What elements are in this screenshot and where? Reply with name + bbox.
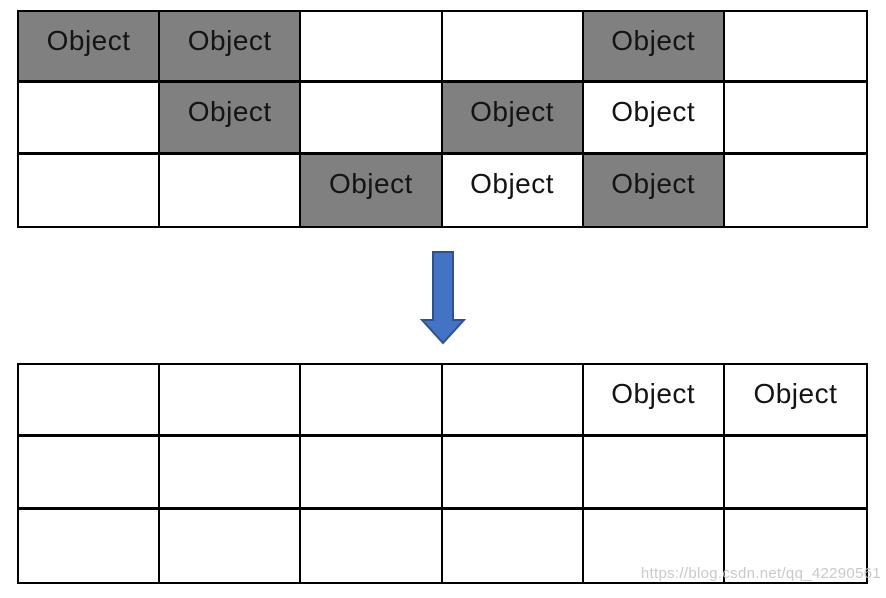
table-cell: [301, 12, 443, 84]
table-cell: Object: [583, 83, 725, 155]
table-cell: [583, 509, 725, 582]
cell-label: Object: [753, 378, 838, 409]
table-cell: [19, 509, 161, 582]
table-cell: [19, 154, 161, 226]
cell-label: Object: [470, 96, 555, 128]
table-cell: [442, 437, 584, 510]
result-table: Object Object: [17, 363, 868, 584]
table-cell: [724, 509, 866, 582]
table-cell: [724, 12, 866, 84]
table-cell: Object: [19, 12, 161, 84]
table-cell: Object: [583, 12, 725, 84]
cell-label: Object: [611, 167, 696, 199]
table-cell: [724, 437, 866, 510]
down-arrow-icon: [420, 251, 466, 345]
table-cell: Object: [583, 365, 725, 438]
table-cell: [442, 12, 584, 84]
table-cell: [19, 437, 161, 510]
table-cell: [301, 365, 443, 438]
table-cell: Object: [301, 154, 443, 226]
cell-label: Object: [470, 167, 555, 199]
table-cell: [301, 437, 443, 510]
table-cell: [160, 437, 302, 510]
table-cell: [301, 509, 443, 582]
cell-label: Object: [187, 96, 272, 128]
table-cell: Object: [583, 154, 725, 226]
table-cell: [19, 83, 161, 155]
table-cell: [442, 365, 584, 438]
table-cell: [583, 437, 725, 510]
cell-label: Object: [611, 25, 696, 56]
cell-label: Object: [46, 25, 131, 56]
source-table: Object Object Object Object Object Objec…: [17, 10, 868, 228]
table-cell: [442, 509, 584, 582]
table-cell: Object: [160, 83, 302, 155]
cell-label: Object: [328, 167, 413, 199]
table-cell: [160, 154, 302, 226]
table-cell: [724, 154, 866, 226]
table-cell: Object: [442, 154, 584, 226]
table-cell: Object: [442, 83, 584, 155]
table-cell: [724, 83, 866, 155]
cell-label: Object: [611, 96, 696, 128]
table-cell: [19, 365, 161, 438]
cell-label: Object: [611, 378, 696, 409]
table-cell: [160, 365, 302, 438]
table-cell: Object: [160, 12, 302, 84]
table-cell: [301, 83, 443, 155]
cell-label: Object: [187, 25, 272, 56]
table-cell: [160, 509, 302, 582]
table-cell: Object: [724, 365, 866, 438]
